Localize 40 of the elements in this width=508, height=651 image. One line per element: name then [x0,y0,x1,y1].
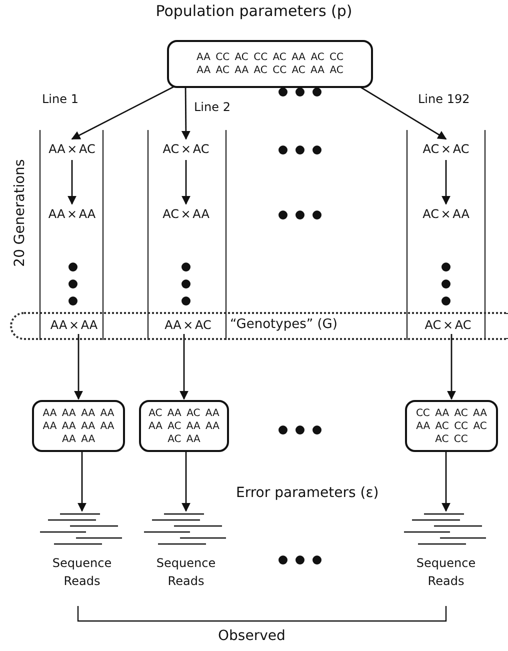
edge-label: Line 1 [40,92,80,106]
axis-label: 20 Generations [12,159,28,267]
cross-text: AC × AC [153,140,219,160]
genotype-pool-box: AA AA AA AA AA AA AA AA AA AA [32,400,125,452]
cross-text: AC × AA [413,205,479,225]
arrow [442,160,450,205]
arrow [358,85,447,140]
sequence-reads-drawing [40,512,124,546]
arrow [74,334,83,400]
annotation-label: Observed [218,628,286,644]
genotype-pool-box: AA CC AC CC AC AA AC CC AA AC AA AC CC AC AA AC [167,40,373,88]
edge-label: Line 2 [192,100,232,114]
genotype-pool-box: CC AA AC AA AA AC CC AC AC CC [405,400,498,452]
cross-text: AC × AC [415,316,481,336]
cross-text: AA × AC [155,316,221,336]
arrow [181,88,190,140]
genotype-pool-box: AC AA AC AA AA AC AA AA AC AA [139,400,229,452]
edge-label: Line 192 [416,92,472,106]
cross-text: AA × AC [39,140,105,160]
arrow [78,452,86,512]
node-caption: Sequence Reads [51,555,113,590]
sequence-reads-drawing [144,512,228,546]
sequence-reads-drawing [404,512,488,546]
genotypes-label: “Genotypes” (G) [230,317,338,332]
cross-text: AA × AA [41,316,107,336]
node-caption: Sequence Reads [155,555,217,590]
arrow [442,452,450,512]
arrow [182,160,190,205]
arrow [182,452,190,512]
arrow [180,334,188,400]
arrow [71,85,176,140]
cross-text: AC × AC [413,140,479,160]
arrow [447,334,456,400]
cross-text: AA × AA [39,205,105,225]
genotypes-band [10,312,508,340]
cross-text: AC × AA [153,205,219,225]
node-caption: Sequence Reads [415,555,477,590]
annotation-label: Error parameters (ε) [236,485,379,501]
arrow [68,160,76,205]
diagram-title: Population parameters (p) [154,2,354,20]
